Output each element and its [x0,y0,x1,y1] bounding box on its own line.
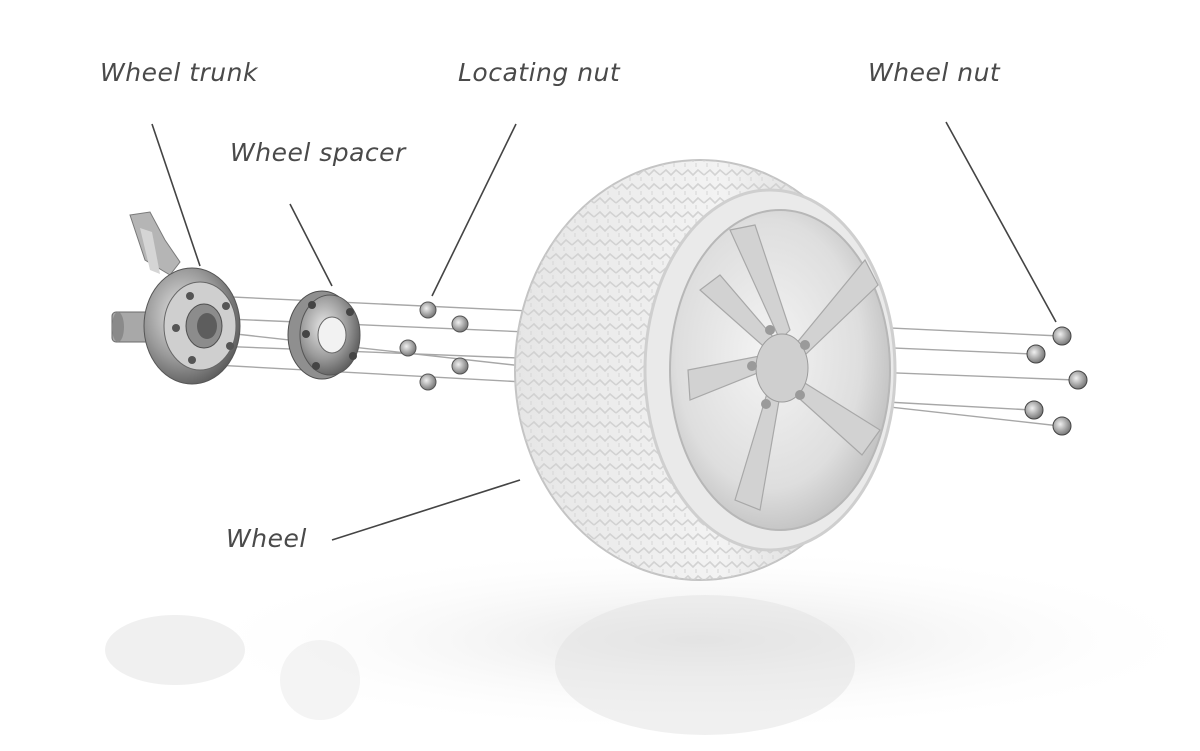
leader-wheel-spacer [289,203,333,287]
leader-wheel-nut [945,121,1057,323]
leader-locating-nut [431,123,517,297]
label-wheel-spacer: Wheel spacer [230,138,406,167]
leader-wheel-trunk [151,123,201,267]
locating-nuts [399,301,469,391]
label-wheel-nut: Wheel nut [868,58,1001,87]
floor-reflection [105,545,1200,735]
wheel-nuts [1024,326,1088,436]
leader-lines [151,121,1057,541]
rim-spokes [687,224,881,511]
wheel-spacer [287,290,361,380]
label-wheel: Wheel [226,524,307,553]
leader-wheel [331,479,521,541]
wheel-trunk-hub [111,211,241,385]
label-locating-nut: Locating nut [458,58,621,87]
wheel-assembly [514,159,897,581]
label-wheel-trunk: Wheel trunk [100,58,258,87]
